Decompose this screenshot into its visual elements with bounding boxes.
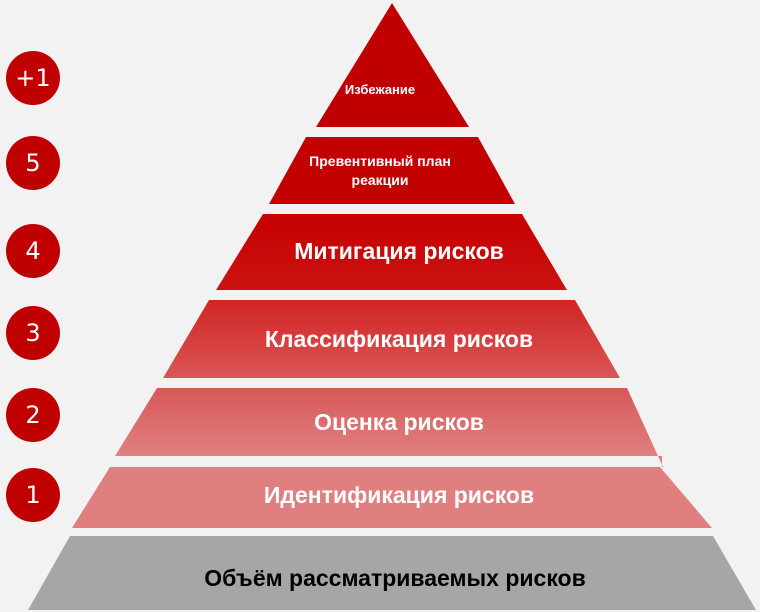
tier-assessment: [115, 388, 658, 456]
tier-preventive-plan: [269, 137, 515, 204]
label-identification: Идентификация рисков: [263, 482, 535, 508]
step-badge-2: 2: [6, 388, 60, 442]
tier-identification: [72, 467, 712, 528]
label-classification: Классификация рисков: [264, 326, 534, 352]
label-assessment: Оценка рисков: [314, 409, 484, 435]
step-badge-3: 3: [6, 306, 60, 360]
step-badge-4: 4: [6, 224, 60, 278]
label-preventive-plan-line1: Превентивный план: [309, 153, 451, 169]
tier-divider-edge: [658, 456, 663, 467]
step-badge-1: 1: [6, 468, 60, 522]
tier-mitigation: [216, 214, 567, 290]
label-base-scope: Объём рассматриваемых рисков: [204, 565, 586, 591]
label-preventive-plan-line2: реакции: [351, 172, 409, 188]
tier-divider-bar: [620, 456, 662, 467]
label-mitigation: Митигация рисков: [294, 238, 504, 264]
tier-base-scope: [28, 536, 756, 610]
step-badge-5: 5: [6, 136, 60, 190]
label-avoidance: Избежание: [344, 82, 416, 97]
tier-classification: [163, 300, 620, 378]
tier-avoidance: [316, 3, 469, 127]
step-badge-plus1: +1: [6, 51, 60, 105]
